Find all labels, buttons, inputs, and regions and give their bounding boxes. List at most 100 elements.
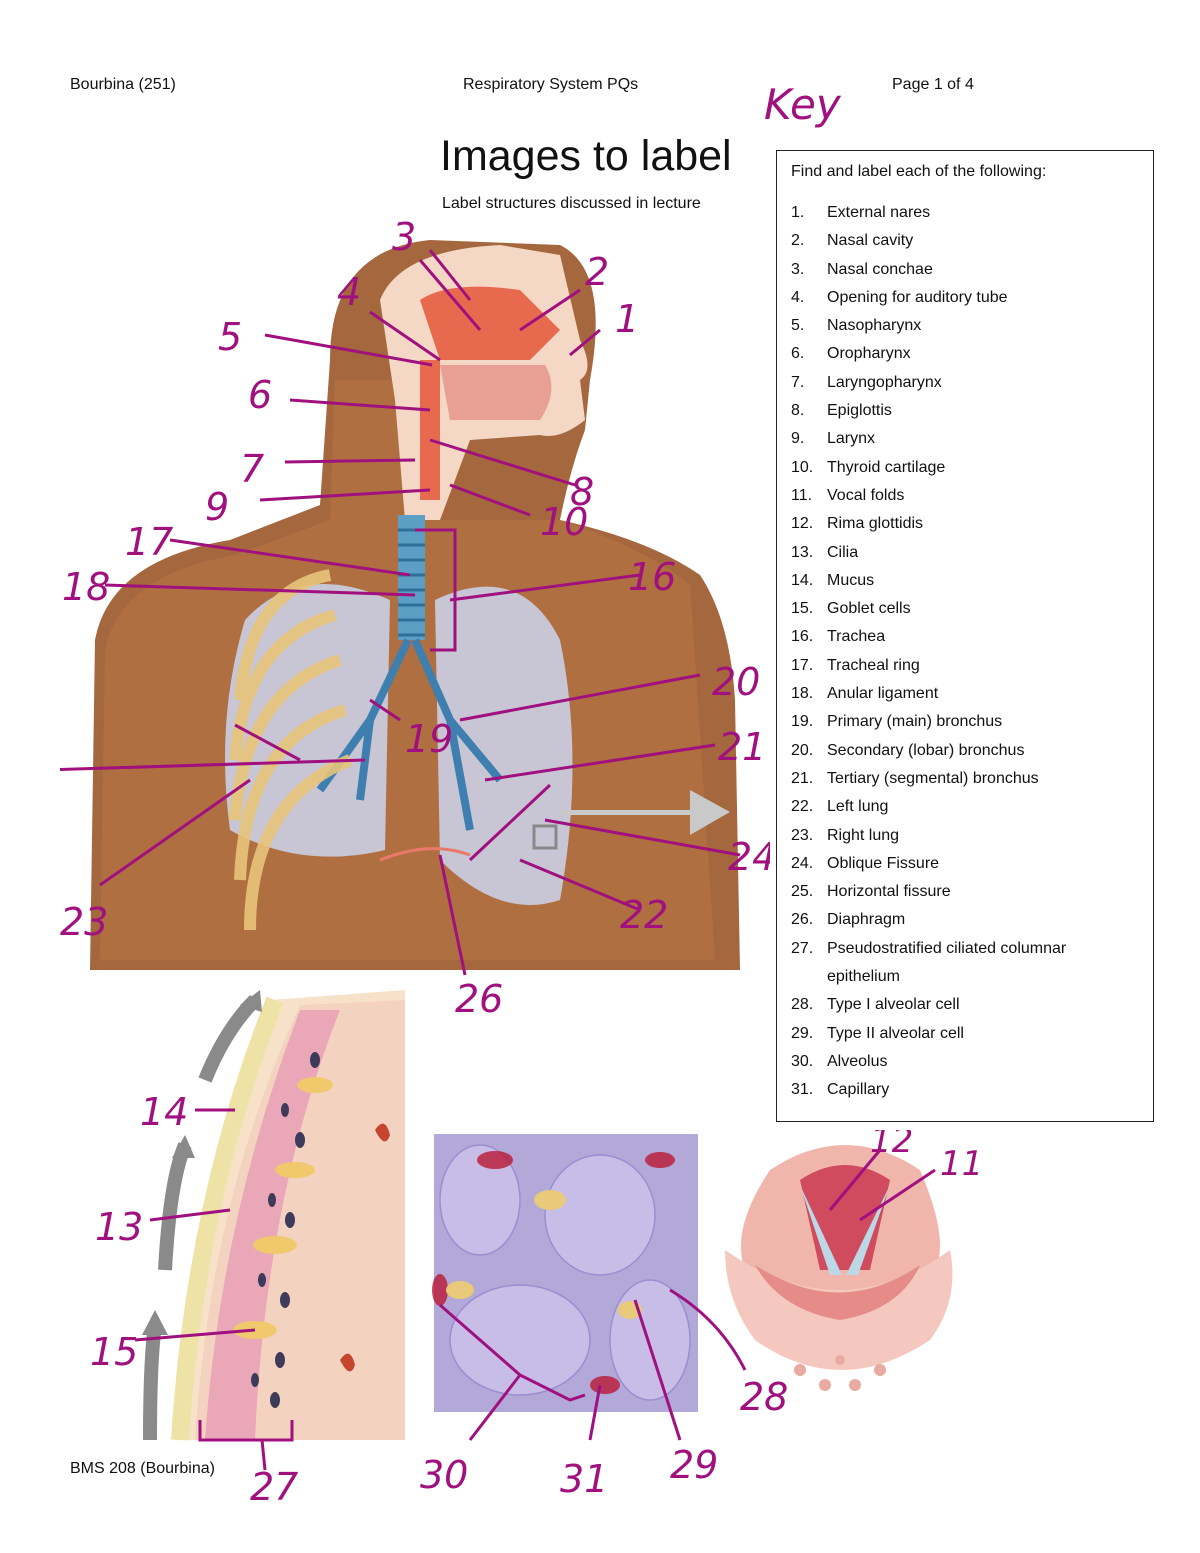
label-term-item: 23. Right lung — [791, 822, 1139, 850]
label-term-number: 16. — [791, 628, 814, 646]
label-term-text: Mucus — [827, 571, 875, 589]
callout-number-5: 5 — [218, 315, 242, 359]
label-term-item: 5.Nasopharynx — [791, 312, 1139, 340]
callout-number-1: 1 — [615, 297, 639, 341]
page-subtitle: Label structures discussed in lecture — [442, 195, 701, 212]
label-term-item: 9. Larynx — [791, 425, 1139, 453]
label-term-text: epithelium — [827, 968, 900, 986]
label-term-text: Horizontal fissure — [827, 883, 951, 901]
label-term-number: 4. — [791, 288, 805, 306]
callout-number-3: 3 — [392, 215, 416, 259]
label-term-item: 28.Type I alveolar cell — [791, 991, 1139, 1019]
label-term-number: 30. — [791, 1052, 814, 1070]
label-term-text: Type I alveolar cell — [827, 996, 960, 1014]
label-term-item: 15.Goblet cells — [791, 595, 1139, 623]
label-term-number: 2. — [791, 232, 805, 250]
label-term-text: Capillary — [827, 1081, 890, 1099]
label-term-item: 25.Horizontal fissure — [791, 878, 1139, 906]
callout-number-13: 13 — [95, 1205, 143, 1249]
label-term-item: 17.Tracheal ring — [791, 652, 1139, 680]
label-term-text: Left lung — [827, 798, 889, 816]
torso-callout-numbers: 123456789101617181920212223242526 — [60, 215, 770, 1015]
label-term-item: 26. Diaphragm — [791, 906, 1139, 934]
label-term-number — [791, 963, 827, 991]
label-term-number: 23. — [791, 826, 814, 844]
label-term-number: 14. — [791, 571, 814, 589]
callout-number-29: 29 — [670, 1443, 718, 1487]
label-term-text: Alveolus — [827, 1052, 888, 1070]
alveoli-leader-lines — [439, 1288, 747, 1441]
label-term-item: 30. Alveolus — [791, 1048, 1139, 1076]
label-term-item: 11.Vocal folds — [791, 482, 1139, 510]
label-term-text: Larynx — [827, 430, 876, 448]
label-term-item: 6.Oropharynx — [791, 340, 1139, 368]
label-term-text: Opening for auditory tube — [827, 288, 1008, 306]
label-term-text: Trachea — [827, 628, 886, 646]
callout-number-21: 21 — [718, 725, 766, 769]
label-term-item: 24.Oblique Fissure — [791, 850, 1139, 878]
rib-cage — [229, 569, 353, 931]
label-term-text: Nasal cavity — [827, 232, 914, 250]
callout-number-11: 11 — [940, 1144, 983, 1184]
callout-number-16: 16 — [628, 555, 676, 599]
label-term-number: 20. — [791, 741, 814, 759]
callout-number-18: 18 — [62, 565, 110, 609]
label-term-text: Oropharynx — [827, 345, 911, 363]
label-term-number: 3. — [791, 260, 805, 278]
footer-course-code: BMS 208 (Bourbina) — [70, 1460, 215, 1477]
label-term-item: 16. Trachea — [791, 623, 1139, 651]
callout-number-6: 6 — [248, 373, 272, 417]
label-term-text: Anular ligament — [827, 685, 939, 703]
larynx-leader-lines — [828, 1149, 936, 1222]
callout-number-23: 23 — [60, 900, 108, 944]
label-term-number: 7. — [791, 373, 805, 391]
label-term-number: 19. — [791, 713, 814, 731]
label-term-item: 21.Tertiary (segmental) bronchus — [791, 765, 1139, 793]
callout-number-9: 9 — [205, 485, 229, 529]
label-term-number: 9. — [791, 430, 805, 448]
callout-number-17: 17 — [125, 520, 173, 564]
label-term-item: 2. Nasal cavity — [791, 227, 1139, 255]
label-term-number: 29. — [791, 1024, 814, 1042]
page-title: Images to label — [440, 132, 732, 180]
label-term-text: Nasal conchae — [827, 260, 933, 278]
callout-number-31: 31 — [560, 1457, 608, 1501]
label-term-number: 22. — [791, 798, 814, 816]
callout-number-26: 26 — [455, 977, 503, 1015]
label-term-text: Diaphragm — [827, 911, 906, 929]
label-term-item: 4. Opening for auditory tube — [791, 284, 1139, 312]
label-term-number: 15. — [791, 600, 814, 618]
label-term-item: 7. Laryngopharynx — [791, 369, 1139, 397]
label-term-text: Vocal folds — [827, 486, 905, 504]
label-term-text: Epiglottis — [827, 402, 892, 420]
label-term-text: Laryngopharynx — [827, 373, 942, 391]
label-term-text: Tertiary (segmental) bronchus — [827, 769, 1039, 787]
label-term-item: 29.Type II alveolar cell — [791, 1020, 1139, 1048]
label-list-box: Find and label each of the following: 1.… — [776, 150, 1154, 1122]
capillary-blood-cells — [432, 1151, 675, 1394]
label-term-number: 31. — [791, 1081, 814, 1099]
label-term-text: Right lung — [827, 826, 900, 844]
label-term-item: epithelium — [791, 963, 1139, 991]
callout-number-2: 2 — [585, 250, 609, 294]
respiratory-system-illustration: 123456789101617181920212223242526 — [60, 215, 770, 1015]
label-term-number: 26. — [791, 911, 814, 929]
callout-number-7: 7 — [240, 447, 264, 491]
header-page-number: Page 1 of 4 — [892, 76, 974, 93]
header-document-title: Respiratory System PQs — [463, 76, 639, 93]
label-term-text: Oblique Fissure — [827, 854, 940, 872]
label-term-item: 27.Pseudostratified ciliated columnar — [791, 935, 1139, 963]
epithelium-leader-lines — [134, 1108, 294, 1471]
label-term-number: 1. — [791, 204, 805, 221]
callout-number-8: 8 — [570, 470, 594, 514]
callout-number-15: 15 — [90, 1330, 138, 1374]
callout-number-27: 27 — [250, 1465, 298, 1500]
goblet-cells — [233, 1077, 333, 1339]
label-term-item: 18.Anular ligament — [791, 680, 1139, 708]
label-term-item: 22. Left lung — [791, 793, 1139, 821]
